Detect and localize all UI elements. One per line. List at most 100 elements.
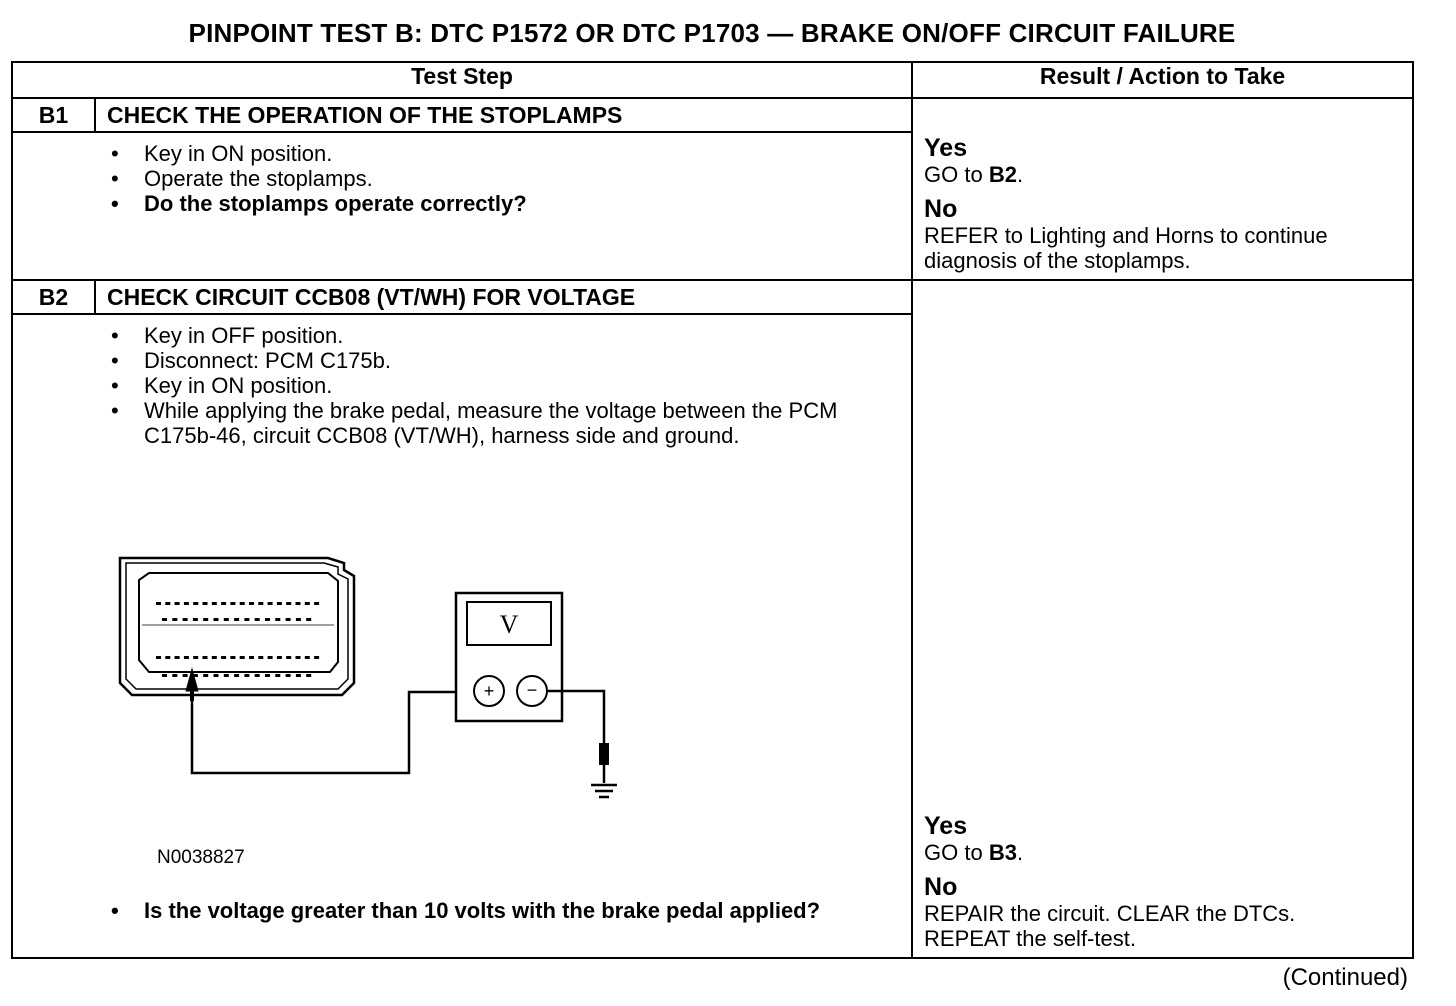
connector-pin bbox=[254, 618, 260, 621]
no-label: No bbox=[924, 195, 958, 223]
connector-pin bbox=[306, 618, 312, 621]
step-heading: CHECK THE OPERATION OF THE STOPLAMPS bbox=[93, 97, 914, 133]
connector-pin bbox=[174, 656, 180, 659]
instruction-question: Do the stoplamps operate correctly? bbox=[105, 191, 911, 216]
connector-pin bbox=[223, 674, 229, 677]
connector-pin bbox=[230, 656, 236, 659]
meter-readout-label: V bbox=[500, 610, 519, 639]
connector-pin bbox=[165, 656, 171, 659]
connector-pin bbox=[172, 674, 178, 677]
connector-pin bbox=[304, 602, 310, 605]
no-label: No bbox=[924, 873, 958, 901]
connector-pin bbox=[275, 618, 281, 621]
connector-pin bbox=[239, 602, 245, 605]
no-action: REFER to Lighting and Horns to continue … bbox=[924, 223, 1328, 273]
connector-pin bbox=[285, 674, 291, 677]
connector-pin bbox=[276, 656, 282, 659]
connector-pin bbox=[162, 618, 167, 621]
yes-action: GO to B2. bbox=[924, 162, 1024, 187]
connector-pin bbox=[192, 618, 198, 621]
step-b2-question: Is the voltage greater than 10 volts wit… bbox=[12, 898, 880, 923]
column-header-test-step: Test Step bbox=[10, 61, 914, 99]
step-heading: CHECK CIRCUIT CCB08 (VT/WH) FOR VOLTAGE bbox=[93, 279, 914, 315]
connector-pin bbox=[267, 602, 273, 605]
yes-label: Yes bbox=[924, 134, 968, 162]
connector-pin bbox=[275, 674, 281, 677]
no-action-line-2: REPEAT the self-test. bbox=[924, 926, 1136, 951]
connector-pin bbox=[202, 602, 208, 605]
step-b2-body: Key in OFF position. Disconnect: PCM C17… bbox=[95, 313, 914, 959]
step-b1-body-row: Key in ON position. Operate the stoplamp… bbox=[11, 131, 1413, 281]
connector-pin bbox=[314, 602, 320, 605]
column-header-result: Result / Action to Take bbox=[911, 61, 1415, 99]
goto-target: B3 bbox=[988, 840, 1017, 865]
connector-pin bbox=[172, 618, 178, 621]
pcm-connector-icon bbox=[118, 556, 356, 697]
connector-pin bbox=[234, 674, 240, 677]
connector-pin bbox=[239, 656, 245, 659]
instruction-item: While applying the brake pedal, measure … bbox=[105, 398, 861, 448]
connector-pin bbox=[258, 656, 264, 659]
instruction-item: Disconnect: PCM C175b. bbox=[105, 348, 861, 373]
instruction-question: Is the voltage greater than 10 volts wit… bbox=[105, 898, 820, 923]
step-b2-result: Yes GO to B3. No REPAIR the circuit. CLE… bbox=[911, 279, 1415, 959]
connector-pin bbox=[192, 674, 198, 677]
step-number: B2 bbox=[11, 279, 96, 315]
connector-pin bbox=[165, 602, 171, 605]
connector-pin bbox=[306, 674, 312, 677]
connector-pin bbox=[295, 618, 301, 621]
voltmeter-diagram: + − V bbox=[118, 556, 617, 799]
step-b1-instructions: Key in ON position. Operate the stoplamp… bbox=[12, 133, 911, 216]
connector-pin bbox=[285, 618, 291, 621]
continued-label: (Continued) bbox=[1282, 964, 1408, 991]
connector-pin bbox=[295, 674, 301, 677]
connector-pin bbox=[211, 602, 217, 605]
step-b1-heading-row: B1 CHECK THE OPERATION OF THE STOPLAMPS … bbox=[11, 97, 1415, 281]
connector-pin bbox=[234, 618, 240, 621]
connector-pin bbox=[182, 674, 188, 677]
step-b2-instructions: Key in OFF position. Disconnect: PCM C17… bbox=[12, 315, 911, 448]
page-title: PINPOINT TEST B: DTC P1572 OR DTC P1703 … bbox=[188, 18, 1236, 48]
instruction-item: Key in ON position. bbox=[105, 373, 861, 398]
connector-pin bbox=[156, 602, 161, 605]
connector-pins bbox=[156, 602, 320, 677]
connector-pin bbox=[254, 674, 260, 677]
connector-pin bbox=[265, 618, 270, 621]
connector-pin bbox=[244, 674, 250, 677]
connector-pin bbox=[249, 602, 254, 605]
connector-pin bbox=[213, 674, 219, 677]
voltmeter-icon: + − bbox=[454, 591, 564, 723]
step-b2-body-row: Key in OFF position. Disconnect: PCM C17… bbox=[11, 313, 1413, 959]
connector-pin bbox=[304, 656, 310, 659]
connector-pin bbox=[258, 602, 264, 605]
instruction-item: Key in OFF position. bbox=[105, 323, 861, 348]
connector-pin bbox=[193, 602, 199, 605]
connector-pin bbox=[265, 674, 270, 677]
connector-pin bbox=[314, 656, 320, 659]
figure-id: N0038827 bbox=[157, 847, 245, 868]
yes-label: Yes bbox=[924, 812, 968, 840]
connector-pin bbox=[183, 656, 189, 659]
connector-pin bbox=[276, 602, 282, 605]
negative-lead-wire bbox=[547, 689, 606, 745]
connector-pin bbox=[244, 618, 250, 621]
connector-pin bbox=[249, 656, 254, 659]
svg-text:+: + bbox=[484, 681, 495, 701]
connector-pin bbox=[156, 656, 161, 659]
connector-pin bbox=[211, 656, 217, 659]
connector-pin bbox=[193, 656, 199, 659]
connector-pin bbox=[223, 618, 229, 621]
yes-action: GO to B3. bbox=[924, 840, 1024, 865]
no-action-line-1: REPAIR the circuit. CLEAR the DTCs. bbox=[924, 901, 1296, 926]
connector-pin bbox=[182, 618, 188, 621]
svg-text:−: − bbox=[527, 680, 538, 700]
step-number: B1 bbox=[11, 97, 96, 133]
step-b1-body: Key in ON position. Operate the stoplamp… bbox=[95, 131, 914, 281]
connector-pin bbox=[174, 602, 180, 605]
connector-pin bbox=[202, 656, 208, 659]
connector-pin bbox=[203, 618, 209, 621]
table-header-row: Test Step Result / Action to Take bbox=[10, 61, 1415, 99]
connector-pin bbox=[183, 602, 189, 605]
connector-pin bbox=[203, 674, 209, 677]
pinpoint-test-table: Test Step Result / Action to Take B1 CHE… bbox=[10, 61, 1415, 959]
